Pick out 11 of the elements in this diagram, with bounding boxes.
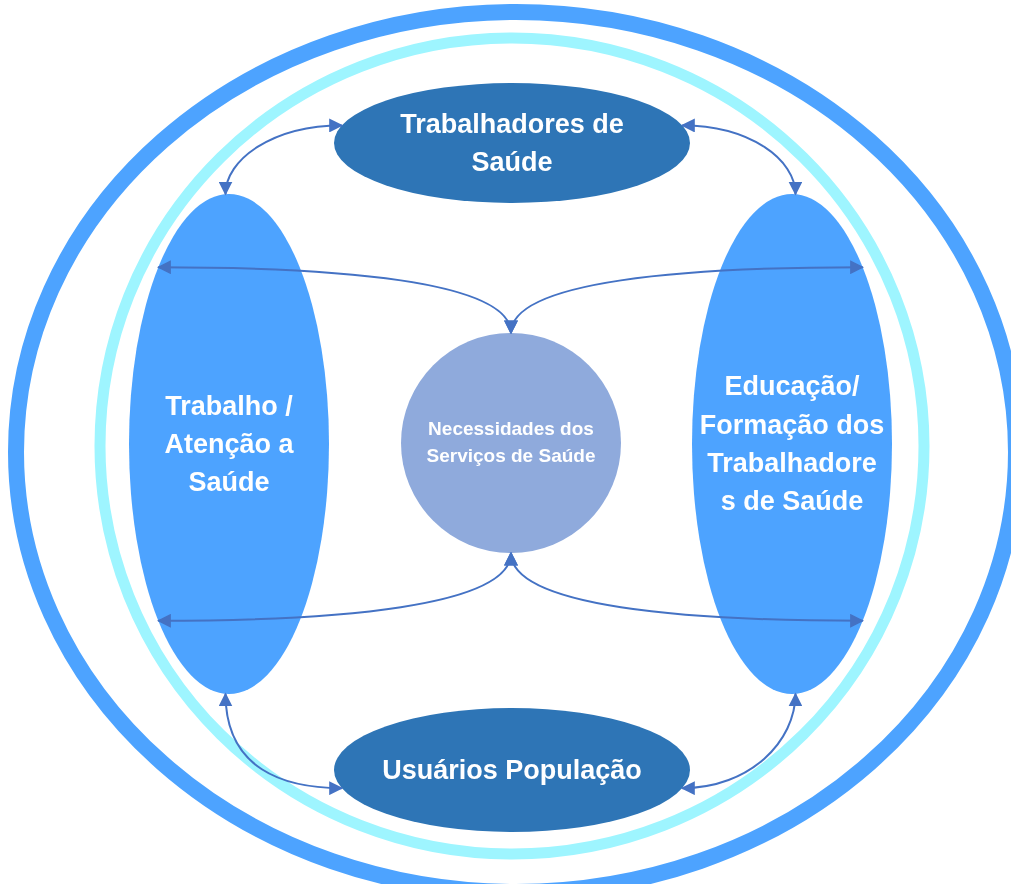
node-label: Necessidades dos Serviços de Saúde: [426, 417, 596, 468]
double-arrow: [680, 119, 802, 196]
node-label: Trabalhadores de Saúde: [399, 107, 625, 179]
double-arrow: [680, 692, 802, 795]
double-arrow: [219, 119, 344, 196]
node-label: Educação/ Formação dos Trabalhadore s de Saúde: [698, 370, 886, 519]
double-arrow: [507, 260, 865, 335]
node-label: Usuários População: [382, 753, 642, 787]
node-label: Trabalho / Atenção a Saúde: [163, 389, 295, 500]
double-arrow: [219, 692, 344, 795]
double-arrow: [507, 551, 865, 628]
